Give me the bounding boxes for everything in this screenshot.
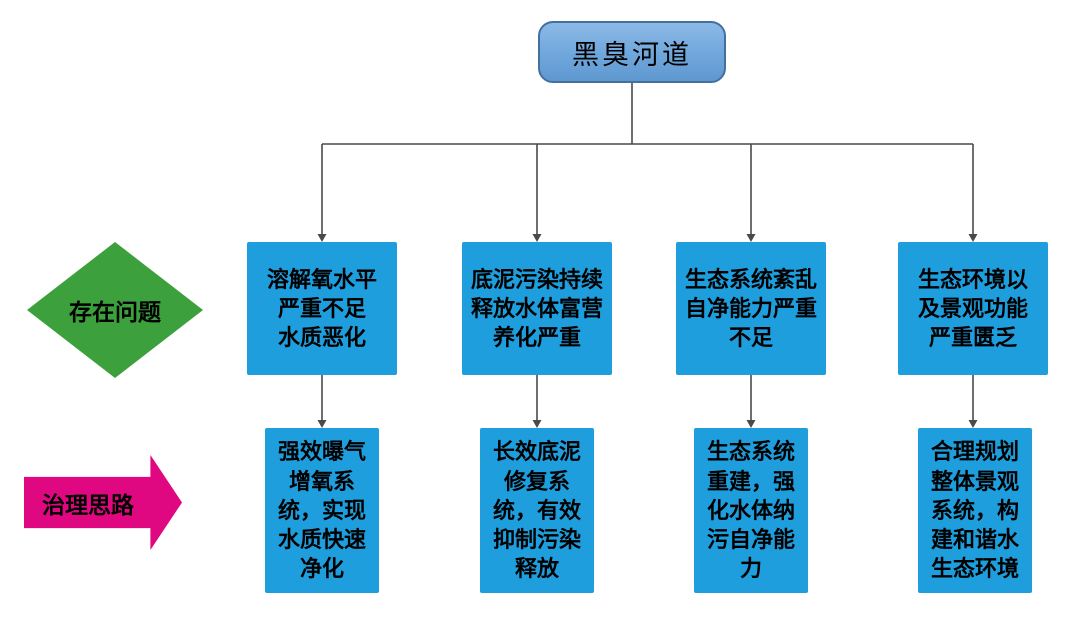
solution-node-1-label: 强效曝气 增氧系 统，实现 水质快速 净化: [277, 439, 366, 582]
problem-node-1-label: 溶解氧水平 严重不足 水质恶化: [266, 266, 377, 351]
problem-node-4-label: 生态环境以 及景观功能 严重匮乏: [917, 266, 1028, 351]
solution-node-3-label: 生态系统 重建，强 化水体纳 污自净能 力: [706, 439, 795, 582]
solution-node-1: 强效曝气 增氧系 统，实现 水质快速 净化: [265, 428, 379, 593]
problem-node-1: 溶解氧水平 严重不足 水质恶化: [247, 242, 397, 375]
root-node: 黑臭河道: [538, 21, 726, 83]
solution-node-4: 合理规划 整体景观 系统，构 建和谐水 生态环境: [918, 428, 1032, 593]
problem-node-2: 底泥污染持续 释放水体富营 养化严重: [462, 242, 612, 375]
solution-node-4-label: 合理规划 整体景观 系统，构 建和谐水 生态环境: [930, 439, 1019, 582]
solutions-legend-label: 治理思路: [42, 491, 134, 518]
root-node-label: 黑臭河道: [572, 39, 692, 70]
problem-node-2-label: 底泥污染持续 释放水体富营 养化严重: [470, 266, 603, 351]
problem-node-4: 生态环境以 及景观功能 严重匮乏: [898, 242, 1048, 375]
solution-node-2: 长效底泥 修复系 统，有效 抑制污染 释放: [480, 428, 594, 593]
problem-node-3-label: 生态系统紊乱 自净能力严重 不足: [684, 266, 817, 351]
problems-legend-label: 存在问题: [69, 299, 161, 325]
solutions-legend-label-wrap: 治理思路: [24, 477, 152, 528]
problem-node-3: 生态系统紊乱 自净能力严重 不足: [676, 242, 826, 375]
solution-node-2-label: 长效底泥 修复系 统，有效 抑制污染 释放: [492, 439, 581, 582]
solution-node-3: 生态系统 重建，强 化水体纳 污自净能 力: [694, 428, 808, 593]
